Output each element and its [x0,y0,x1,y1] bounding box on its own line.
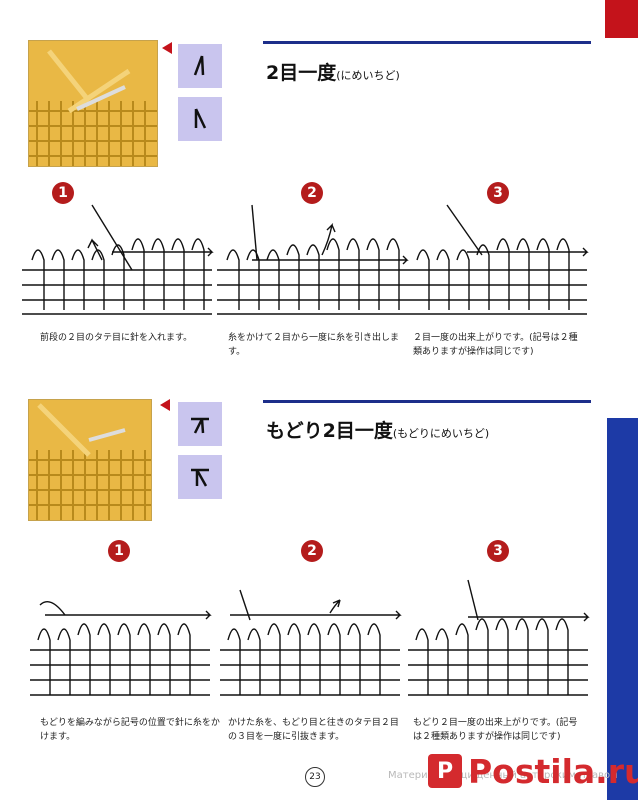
section2-illustrations [30,579,590,696]
decrease-symbol-alt-icon [194,108,207,129]
postila-logo-icon: P [428,754,462,788]
step-caption: 前段の２目のタテ目に針を入れます。 [40,333,193,343]
copyright-watermark: Материал, защищённый авторским правом [388,770,618,781]
section2-title: もどり2目一度(もどりにめいちど) [266,420,490,442]
knit-diagram-2 [217,204,409,315]
page-number: 23 [305,767,325,787]
photo-swatch-1 [28,40,158,167]
step-caption: 糸をかけて２目から一度に糸を引き出します。 [228,333,400,357]
step-number: 2 [301,540,323,562]
knit-diagram-6 [408,579,590,696]
step-number: 1 [108,540,130,562]
step-number: 3 [487,540,509,562]
pointer-arrow-icon [160,399,170,411]
knit-diagram-4 [30,601,212,696]
symbol-box-2a [178,402,222,446]
return-decrease-symbol-icon [191,417,209,434]
step-number: 3 [487,182,509,204]
step-number: 1 [52,182,74,204]
step-caption: ２目一度の出来上がりです。(記号は２種類ありますが操作は同じです) [413,333,578,357]
yarn-texture [29,49,157,166]
side-bar [607,418,638,800]
decrease-symbol-icon [193,55,205,76]
section1-title: 2目一度(にめいちど) [266,62,400,84]
step-caption: もどりを編みながら記号の位置で針に糸をかけます。 [40,718,220,742]
section2-rule [263,400,591,403]
pointer-arrow-icon [162,42,172,54]
knit-diagram-3 [407,204,589,315]
yarn-texture [29,403,151,520]
knit-diagram-1 [22,204,214,315]
section1-rule [263,41,591,44]
photo-swatch-2 [28,399,152,521]
step-caption: かけた糸を、もどり目と往きのタテ目２目の３目を一度に引抜きます。 [228,718,399,742]
postila-logo-text[interactable]: Postila.ru [468,752,638,791]
symbol-box-2b [178,455,222,499]
symbol-box-1a [178,44,222,88]
return-decrease-symbol-alt-icon [191,468,209,487]
step-number: 2 [301,182,323,204]
symbol-box-1b [178,97,222,141]
section1-illustrations [22,204,589,315]
knit-diagram-5 [220,589,402,696]
corner-tab [605,0,638,38]
step-caption: もどり２目一度の出来上がりです。(記号は２種類ありますが操作は同じです) [413,718,578,742]
